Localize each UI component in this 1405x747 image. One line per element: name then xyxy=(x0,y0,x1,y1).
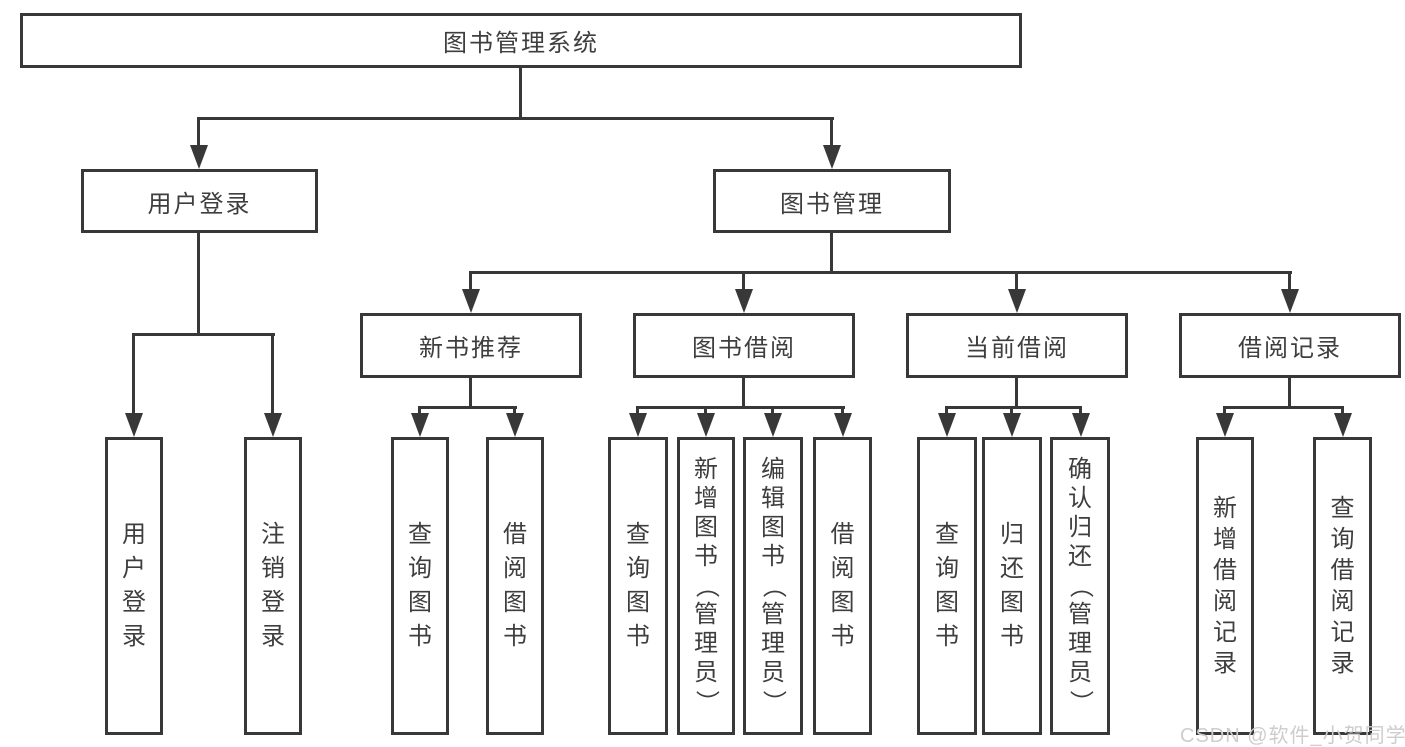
connector-nbr-stem xyxy=(469,376,472,408)
leaf-query-borrow-record: 查询借阅记录 xyxy=(1313,437,1372,735)
node-user-login: 用户登录 xyxy=(81,169,318,233)
node-borrowing-records: 借阅记录 xyxy=(1179,313,1401,378)
leaf-user-login: 用户登录 xyxy=(105,437,163,735)
leaf-borrow-books-2: 借阅图书 xyxy=(813,437,872,735)
connector-to-borrow-records xyxy=(1288,271,1291,293)
arrowhead-current-borrow xyxy=(1008,289,1026,313)
arrowhead-bb-add xyxy=(697,413,715,437)
connector-root-stem xyxy=(519,65,522,119)
arrowhead-book-mgmt xyxy=(823,145,841,169)
connector-to-cb-confirm xyxy=(1079,406,1082,418)
connector-br-stem xyxy=(1288,376,1291,408)
node-library-management-system: 图书管理系统 xyxy=(20,13,1022,68)
arrowhead-br-add xyxy=(1216,413,1234,437)
connector-user-login-branch xyxy=(132,333,275,336)
connector-to-cb-query xyxy=(945,406,948,418)
leaf-query-books-3: 查询图书 xyxy=(917,437,977,735)
arrowhead-bb-query xyxy=(629,413,647,437)
arrowhead-cb-query xyxy=(938,413,956,437)
connector-to-nb-query xyxy=(418,406,421,418)
leaf-query-books-2: 查询图书 xyxy=(608,437,668,735)
arrowhead-new-book-rec xyxy=(462,289,480,313)
arrowhead-cb-return xyxy=(1003,413,1021,437)
leaf-query-books: 查询图书 xyxy=(391,437,449,735)
arrowhead-cb-confirm xyxy=(1072,413,1090,437)
connector-to-bb-borrow xyxy=(841,406,844,418)
connector-to-current-borrow xyxy=(1015,271,1018,293)
connector-to-br-query xyxy=(1341,406,1344,418)
arrowhead-br-query xyxy=(1334,413,1352,437)
connector-nbr-branch xyxy=(418,406,517,409)
arrowhead-ul-logout xyxy=(264,413,282,437)
leaf-return-books: 归还图书 xyxy=(982,437,1042,735)
connector-to-ul-login xyxy=(132,333,135,417)
connector-br-branch xyxy=(1223,406,1344,409)
leaf-add-borrow-record: 新增借阅记录 xyxy=(1196,437,1254,735)
connector-cb-stem xyxy=(1015,376,1018,408)
connector-to-br-add xyxy=(1223,406,1226,418)
connector-to-user-login xyxy=(197,117,200,149)
connector-book-mgmt-stem xyxy=(830,231,833,273)
connector-bb-stem xyxy=(742,376,745,408)
leaf-confirm-return-admin: 确认归还（管理员） xyxy=(1050,437,1110,735)
node-book-management: 图书管理 xyxy=(713,169,951,233)
arrowhead-ul-login xyxy=(125,413,143,437)
connector-to-bb-add xyxy=(704,406,707,418)
arrowhead-bb-edit xyxy=(764,413,782,437)
connector-to-cb-return xyxy=(1010,406,1013,418)
connector-to-book-borrow xyxy=(742,271,745,293)
leaf-logout: 注销登录 xyxy=(244,437,302,735)
arrowhead-nb-borrow xyxy=(506,413,524,437)
node-current-borrowing: 当前借阅 xyxy=(906,313,1128,378)
connector-to-ul-logout xyxy=(271,333,274,417)
leaf-edit-books-admin: 编辑图书（管理员） xyxy=(743,437,803,735)
connector-to-book-mgmt xyxy=(830,117,833,149)
arrowhead-bb-borrow xyxy=(834,413,852,437)
connector-cb-branch xyxy=(945,406,1082,409)
connector-to-bb-edit xyxy=(771,406,774,418)
connector-to-bb-query xyxy=(636,406,639,418)
arrowhead-borrow-records xyxy=(1281,289,1299,313)
connector-bb-branch xyxy=(636,406,845,409)
leaf-add-books-admin: 新增图书（管理员） xyxy=(677,437,735,735)
arrowhead-book-borrow xyxy=(735,289,753,313)
csdn-watermark: CSDN @软件_小贺同学 xyxy=(1180,725,1405,747)
connector-level2-branch xyxy=(197,117,834,120)
leaf-borrow-books: 借阅图书 xyxy=(486,437,544,735)
connector-to-nb-borrow xyxy=(513,406,516,418)
arrowhead-nb-query xyxy=(411,413,429,437)
connector-to-new-book-rec xyxy=(469,271,472,293)
connector-user-login-stem xyxy=(197,231,200,335)
node-new-book-recommendation: 新书推荐 xyxy=(360,313,582,378)
connector-level3-branch xyxy=(469,271,1292,274)
arrowhead-user-login xyxy=(190,145,208,169)
node-book-borrowing: 图书借阅 xyxy=(633,313,855,378)
